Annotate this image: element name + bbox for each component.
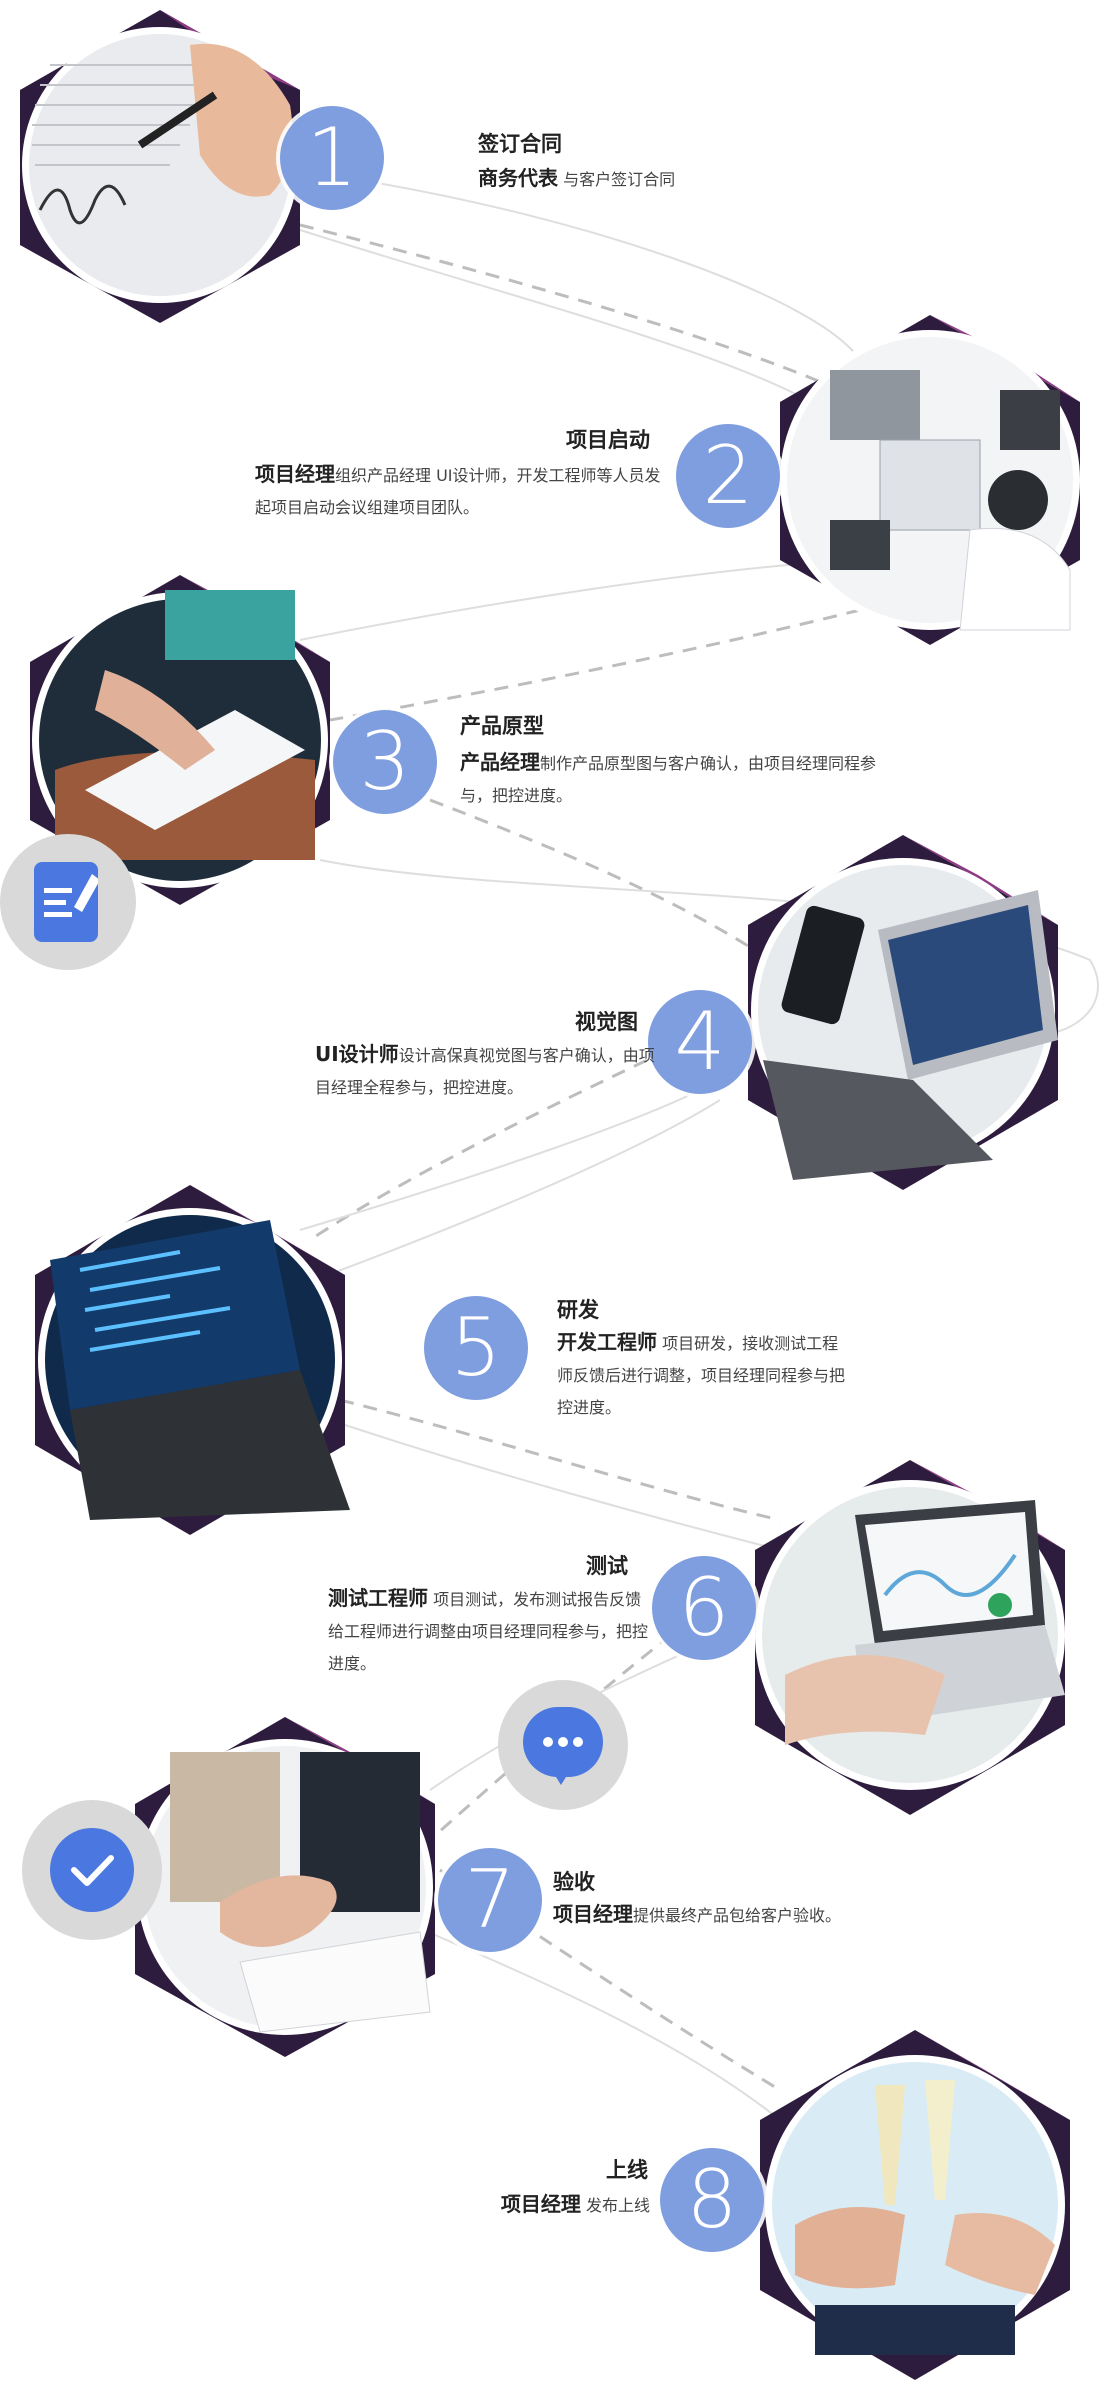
step-6-title: 测试 — [586, 1554, 628, 1578]
step-3-number: 3 — [333, 710, 437, 814]
step-2-number: 2 — [676, 424, 780, 528]
step-4-number: 4 — [648, 990, 752, 1094]
step-1-photo — [10, 5, 310, 325]
step-4-title: 视觉图 — [575, 1010, 638, 1034]
step-3-title: 产品原型 — [460, 714, 544, 738]
step-6-number: 6 — [652, 1556, 756, 1660]
step-2-description: 项目经理组织产品经理 UI设计师，开发工程师等人员发起项目启动会议组建项目团队。 — [255, 458, 665, 524]
step-5-title: 研发 — [557, 1298, 599, 1322]
check-badge — [22, 1800, 162, 1940]
step-1-role: 商务代表 — [478, 166, 558, 190]
step-3-text: 制作产品原型图与客户确认，由项目经理同程参与，把控进度。 — [460, 754, 877, 805]
chat-bubble-icon — [523, 1707, 603, 1785]
step-8-photo — [755, 2025, 1075, 2385]
step-8-title: 上线 — [606, 2158, 648, 2182]
step-6-text: 项目测试，发布测试报告反馈给工程师进行调整由项目经理同程参与，把控进度。 — [328, 1590, 649, 1673]
edit-document-icon — [34, 862, 100, 942]
step-5-description: 开发工程师 项目研发，接收测试工程师反馈后进行调整，项目经理同程参与把控进度。 — [557, 1326, 847, 1424]
step-7-text: 提供最终产品包给客户验收。 — [633, 1906, 842, 1925]
step-7-number: 7 — [438, 1848, 542, 1952]
step-4-photo — [738, 830, 1068, 1210]
step-7-role: 项目经理 — [553, 1902, 633, 1926]
step-1-title: 签订合同 — [478, 132, 562, 156]
step-3-photo — [25, 570, 335, 910]
step-1-text: 与客户签订合同 — [558, 170, 676, 189]
step-2-text: 组织产品经理 UI设计师，开发工程师等人员发起项目启动会议组建项目团队。 — [255, 466, 661, 517]
step-2-title: 项目启动 — [566, 428, 650, 452]
step-4-role: UI设计师 — [315, 1042, 399, 1066]
step-3-description: 产品经理制作产品原型图与客户确认，由项目经理同程参与，把控进度。 — [460, 746, 880, 812]
step-8-text: 发布上线 — [580, 2196, 650, 2215]
step-4-text: 设计高保真视觉图与客户确认，由项目经理全程参与，把控进度。 — [315, 1046, 655, 1097]
step-8-role: 项目经理 — [500, 2192, 581, 2216]
step-2-role: 项目经理 — [255, 462, 335, 486]
step-6-photo — [745, 1455, 1075, 1825]
step-1-number: 1 — [280, 106, 384, 210]
step-4-description: UI设计师设计高保真视觉图与客户确认，由项目经理全程参与，把控进度。 — [315, 1038, 660, 1104]
step-7-photo — [130, 1712, 440, 2062]
step-1-description: 商务代表 与客户签订合同 — [478, 162, 778, 196]
step-7-description: 项目经理提供最终产品包给客户验收。 — [553, 1898, 973, 1932]
step-8-number: 8 — [660, 2148, 764, 2252]
step-5-number: 5 — [424, 1296, 528, 1400]
step-7-title: 验收 — [553, 1870, 595, 1894]
step-6-description: 测试工程师 项目测试，发布测试报告反馈给工程师进行调整由项目经理同程参与，把控进… — [328, 1582, 648, 1680]
step-2-photo — [770, 310, 1090, 650]
step-5-role: 开发工程师 — [557, 1330, 657, 1354]
step-3-role: 产品经理 — [460, 750, 540, 774]
step-5-text: 项目研发，接收测试工程师反馈后进行调整，项目经理同程参与把控进度。 — [557, 1334, 846, 1417]
edit-badge — [0, 834, 136, 970]
step-5-photo — [30, 1180, 350, 1540]
step-8-description: 项目经理 发布上线 — [380, 2188, 650, 2222]
chat-badge — [498, 1680, 628, 1810]
checkmark-icon — [50, 1828, 134, 1912]
step-6-role: 测试工程师 — [328, 1586, 428, 1610]
